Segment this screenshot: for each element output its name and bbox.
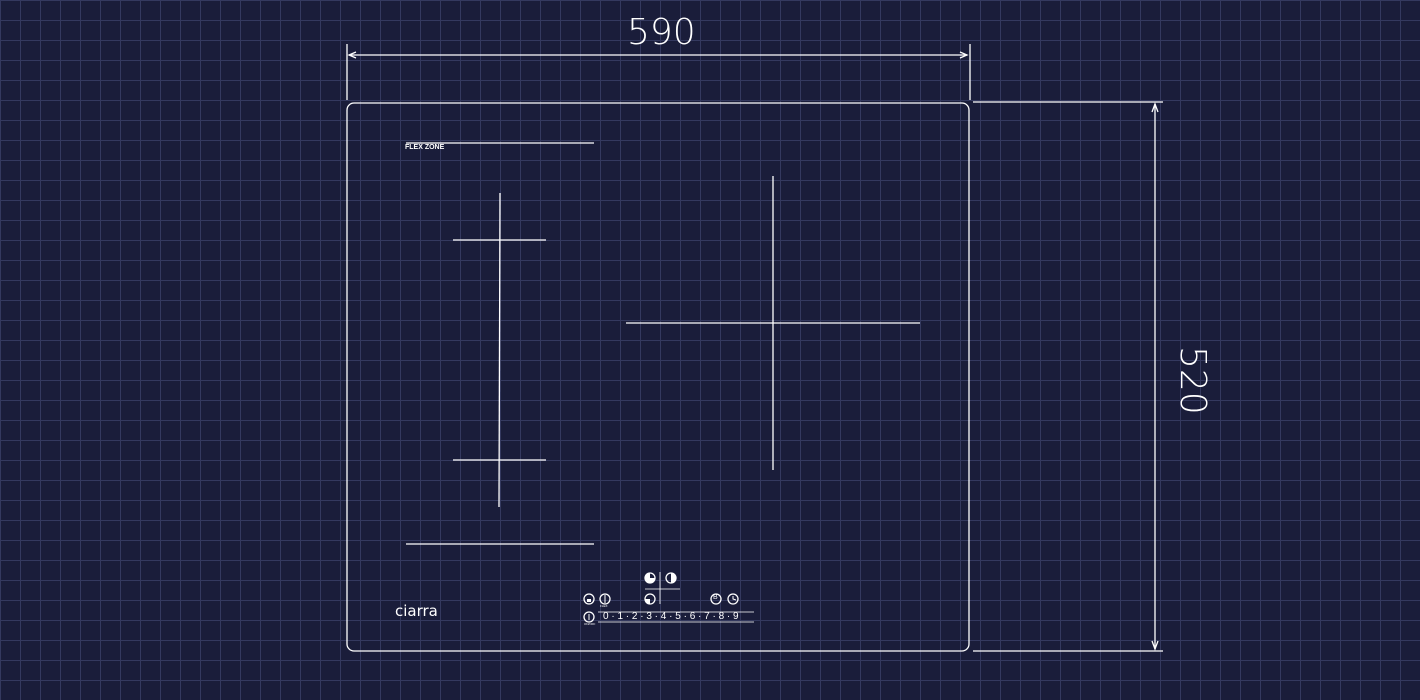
brand-logo: ciarra (395, 602, 438, 620)
flex-icon (599, 593, 611, 605)
flex-label: FLEX (600, 604, 608, 608)
depth-arrows (1151, 102, 1159, 651)
depth-dimension-label: 520 (1172, 346, 1213, 415)
hob-outline (346, 102, 970, 652)
width-arrows (347, 51, 969, 59)
power-label: ON/OFF (584, 622, 596, 626)
power-icon (583, 611, 595, 623)
lock-icon (583, 593, 595, 605)
width-dimension-label: 590 (627, 12, 696, 53)
power-level-slider[interactable]: 0 · 1 · 2 · 3 · 4 · 5 · 6 · 7 · 8 · 9 (603, 611, 739, 622)
timer-icon (727, 593, 739, 605)
flex-zone-label: FLEX ZONE (405, 144, 445, 151)
flex-zone-vertical (498, 192, 501, 508)
boost-label[interactable]: B (713, 594, 718, 601)
boost-icon (710, 593, 722, 605)
